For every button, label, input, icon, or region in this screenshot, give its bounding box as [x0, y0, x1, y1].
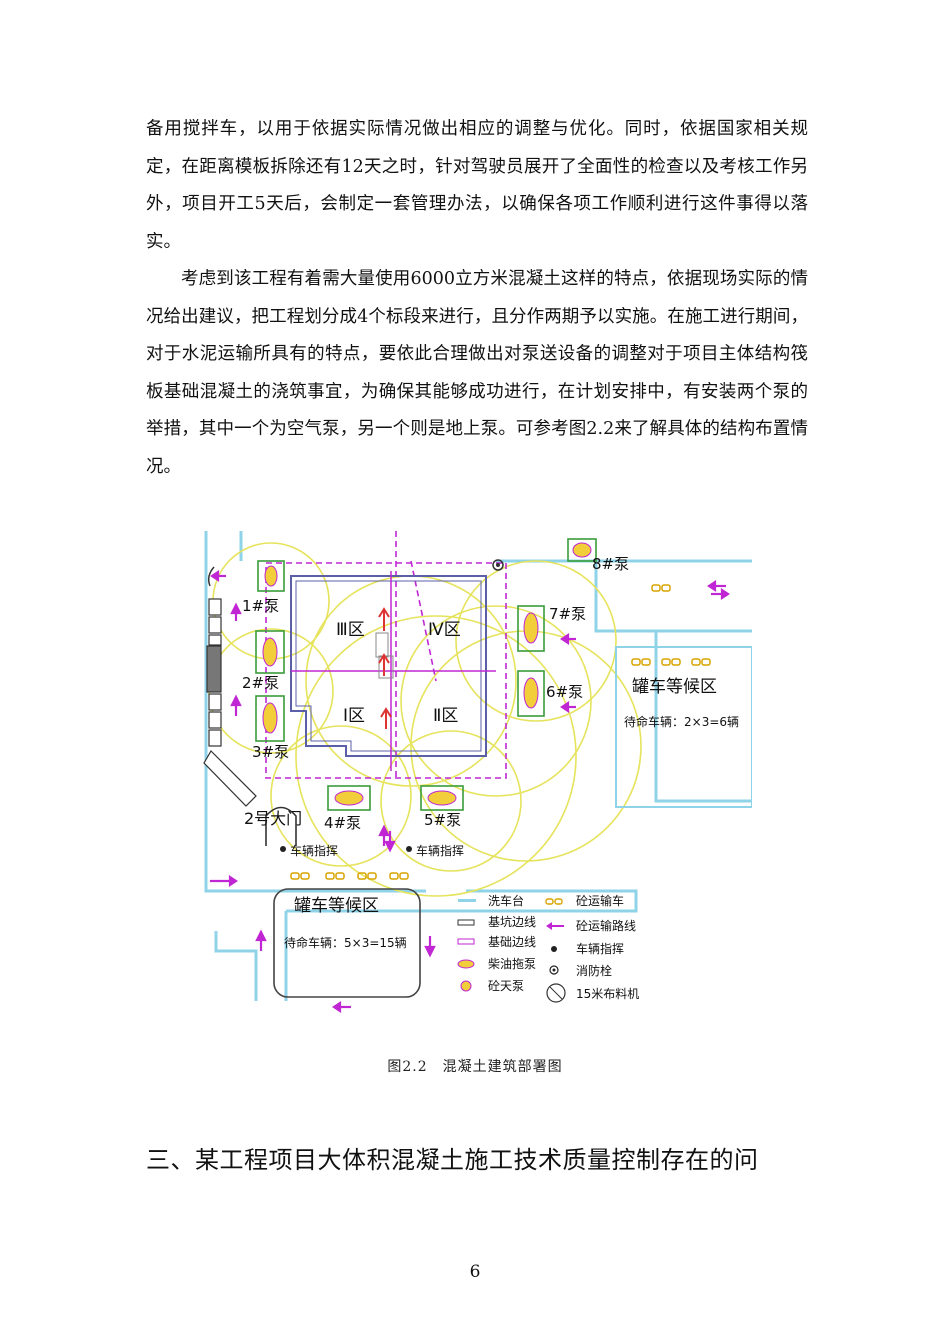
pump-6-label: 6#泵 [546, 683, 583, 701]
waiting-area-bottom-title: 罐车等候区 [294, 896, 379, 916]
crane-circles [208, 542, 642, 897]
transport-route-arrows [210, 569, 730, 1014]
zone-4-label: Ⅳ区 [428, 620, 461, 640]
page-number: 6 [469, 1262, 481, 1282]
paragraph-1: 备用搅拌车，以用于依据实际情况做出相应的调整与优化。同时，依据国家相关规定，在距… [146, 119, 808, 252]
legend-foundation-boundary: 基础边线 [488, 935, 536, 949]
zone-1-label: Ⅰ区 [343, 706, 365, 726]
legend-placing-boom: 15米布料机 [576, 987, 639, 1001]
waiting-area-right-title: 罐车等候区 [632, 677, 717, 697]
pump-1-label: 1#泵 [242, 597, 279, 615]
direction-arrows-zones [378, 607, 392, 729]
pump-8-label: 8#泵 [592, 555, 629, 573]
gate-2-label: 2号大门 [244, 809, 302, 828]
pump-5-label: 5#泵 [424, 811, 461, 829]
left-buildings [203, 598, 257, 807]
pump-markers [255, 538, 597, 811]
truck-icons-bottom [290, 872, 409, 880]
section-heading: 三、某工程项目大体积混凝土施工技术质量控制存在的问 [146, 1146, 759, 1174]
legend-transport-route: 砼运输路线 [576, 918, 636, 933]
site-layout-diagram: Ⅲ区 Ⅳ区 Ⅰ区 Ⅱ区 [203, 531, 752, 1014]
legend-wash-station: 洗车台 [488, 893, 524, 908]
traffic-command-right: 车辆指挥 [416, 843, 464, 858]
pump-7-label: 7#泵 [549, 605, 586, 623]
traffic-command-left: 车辆指挥 [290, 843, 338, 858]
zone-2-label: Ⅱ区 [433, 706, 458, 726]
pump-icons [262, 542, 592, 806]
legend-concrete-truck: 砼运输车 [576, 893, 624, 908]
legend-sky-pump: 砼天泵 [488, 979, 524, 993]
pump-4-label: 4#泵 [324, 814, 361, 832]
legend-diesel-pump: 柴油拖泵 [488, 957, 536, 971]
figure-caption: 图2.2 混凝土建筑部署图 [387, 1059, 563, 1075]
pump-3-label: 3#泵 [252, 743, 289, 761]
waiting-vehicles-bottom: 待命车辆：5×3=15辆 [284, 935, 407, 950]
waiting-vehicles-right: 待命车辆：2×3=6辆 [624, 714, 739, 729]
legend: 洗车台 基坑边线 基础边线 柴油拖泵 砼天泵 砼运输车 砼运输路线 车辆指挥 消… [457, 893, 639, 1003]
site-layout-figure: Ⅲ区 Ⅳ区 Ⅰ区 Ⅱ区 [196, 531, 752, 1019]
legend-fire-hydrant: 消防栓 [576, 963, 612, 978]
pump-2-label: 2#泵 [242, 674, 279, 692]
truck-icons-top [631, 584, 711, 666]
legend-pit-boundary: 基坑边线 [488, 914, 536, 929]
zone-3-label: Ⅲ区 [336, 620, 365, 640]
legend-vehicle-command: 车辆指挥 [576, 941, 624, 956]
paragraph-2: 考虑到该工程有着需大量使用6000立方米混凝土这样的特点，依据现场实际的情况给出… [146, 269, 808, 477]
